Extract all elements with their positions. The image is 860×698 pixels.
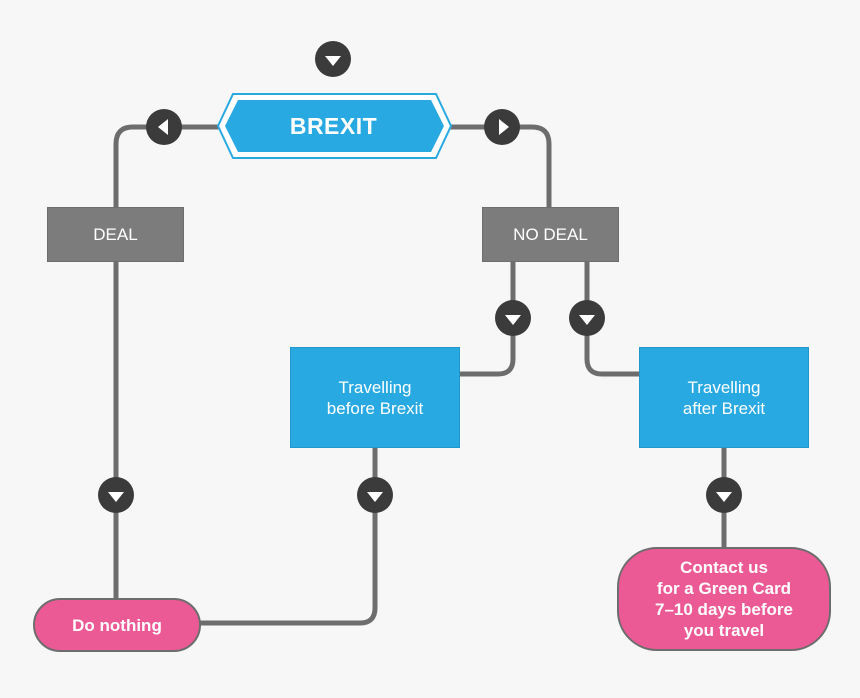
- brexit-hexagon: [216, 93, 453, 159]
- no-deal-label: NO DEAL: [513, 224, 588, 244]
- do-nothing-label: Do nothing: [72, 615, 162, 635]
- arrow-down-icon: [315, 41, 351, 77]
- contact-green-card-box: Contact us for a Green Card 7–10 days be…: [617, 547, 831, 651]
- after-line-1: Travelling: [687, 377, 761, 397]
- arrow-down-icon: [98, 477, 134, 513]
- contact-line-4: you travel: [683, 621, 765, 640]
- travelling-before-brexit-box: Travelling before Brexit: [290, 347, 460, 448]
- after-line-2: after Brexit: [682, 398, 766, 418]
- brexit-title: BREXIT: [289, 112, 378, 139]
- arrow-left-icon: [146, 109, 182, 145]
- arrow-down-icon: [357, 477, 393, 513]
- before-line-1: Travelling: [338, 377, 412, 397]
- no-deal-box: NO DEAL: [482, 207, 619, 262]
- connector-no-deal-to-after: [584, 259, 643, 377]
- arrow-down-icon: [706, 477, 742, 513]
- arrow-down-icon: [569, 300, 605, 336]
- contact-line-2: for a Green Card: [656, 579, 792, 598]
- deal-box: DEAL: [47, 207, 184, 262]
- contact-line-1: Contact us: [680, 558, 768, 577]
- contact-line-3: 7–10 days before: [655, 600, 793, 619]
- deal-label: DEAL: [93, 224, 138, 244]
- arrow-down-icon: [495, 300, 531, 336]
- connector-before-to-do-nothing: [197, 445, 378, 626]
- connector-brexit-to-deal: [113, 124, 223, 210]
- connector-no-deal-to-before: [457, 259, 516, 377]
- arrow-right-icon: [484, 109, 520, 145]
- travelling-after-brexit-box: Travelling after Brexit: [639, 347, 809, 448]
- before-line-2: before Brexit: [326, 398, 424, 418]
- connector-brexit-to-no-deal: [445, 124, 552, 210]
- do-nothing-box: Do nothing: [33, 598, 201, 652]
